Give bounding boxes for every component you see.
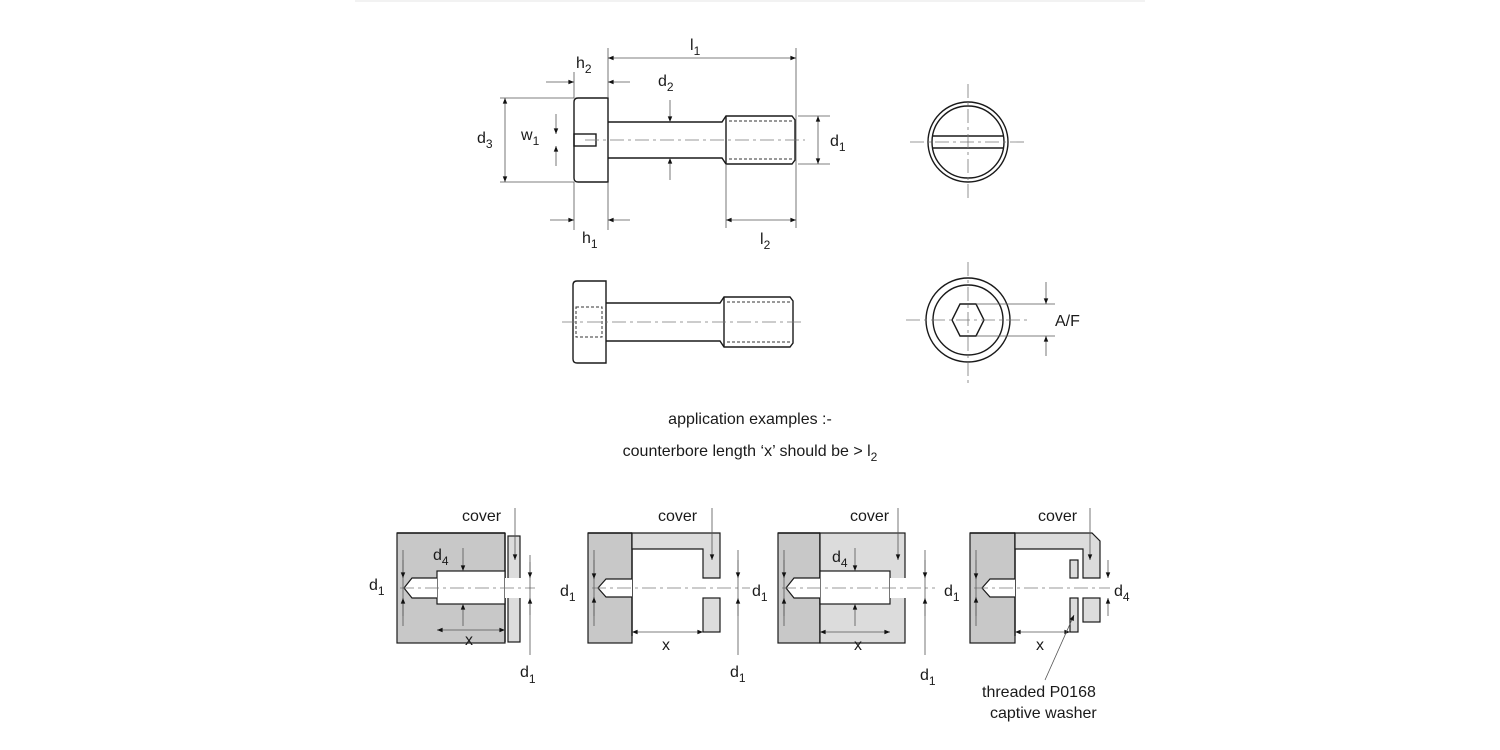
example-1-cover-label: cover [462, 508, 502, 525]
example-3-cover-label: cover [850, 508, 890, 525]
example-1-d1-right: d1 [520, 664, 536, 686]
dim-d1: d1 [830, 133, 846, 154]
example-4-d4: d4 [1114, 583, 1130, 604]
dim-d3: d3 [477, 130, 493, 151]
dim-l1: l1 [690, 37, 701, 58]
example-2 [587, 508, 750, 655]
dim-d2: d2 [658, 73, 674, 94]
socket-screw-end-view [906, 262, 1055, 384]
example-1-d4: d4 [433, 547, 449, 568]
dim-l2: l2 [760, 231, 771, 252]
example-4-x: x [1036, 637, 1044, 654]
example-2-d1-left: d1 [560, 583, 576, 604]
example-3 [777, 508, 935, 655]
example-1-x: x [465, 632, 473, 649]
example-1-d1-left: d1 [369, 577, 385, 598]
slotted-screw-end-view [910, 84, 1028, 202]
dim-h1: h1 [582, 230, 598, 251]
example-4-d1-left: d1 [944, 583, 960, 604]
example-4 [969, 508, 1111, 681]
note-counterbore-length: counterbore length ‘x’ should be > l2 [623, 443, 878, 464]
example-3-d4: d4 [832, 549, 848, 570]
example-2-d1-right: d1 [730, 664, 746, 685]
example-4-cover-label: cover [1038, 508, 1078, 525]
note-application-examples: application examples :- [668, 411, 832, 428]
example-4-washer-line2: captive washer [990, 705, 1097, 722]
socket-screw-side-view [562, 280, 805, 364]
dim-af: A/F [1055, 313, 1080, 330]
example-4-washer-line1: threaded P0168 [982, 684, 1096, 701]
example-3-x: x [854, 637, 862, 654]
dim-h2: h2 [576, 55, 592, 76]
example-3-d1-right: d1 [920, 667, 936, 688]
example-2-x: x [662, 637, 670, 654]
dim-w1: w1 [520, 127, 540, 148]
example-1 [396, 508, 535, 655]
example-3-d1-left: d1 [752, 583, 768, 604]
example-2-cover-label: cover [658, 508, 698, 525]
slotted-screw-side-view [500, 48, 830, 230]
